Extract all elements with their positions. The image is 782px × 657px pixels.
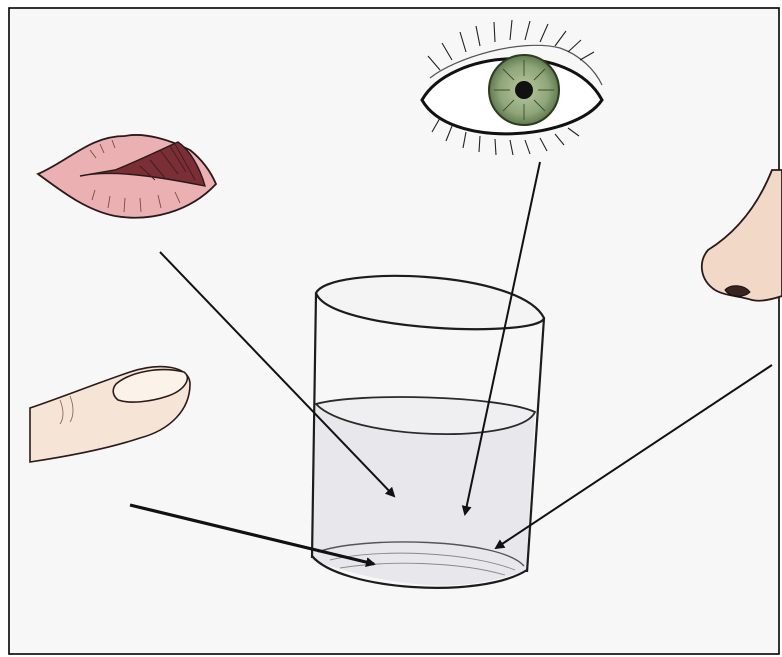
- senses-diagram: [0, 0, 782, 657]
- diagram-canvas: [0, 0, 782, 657]
